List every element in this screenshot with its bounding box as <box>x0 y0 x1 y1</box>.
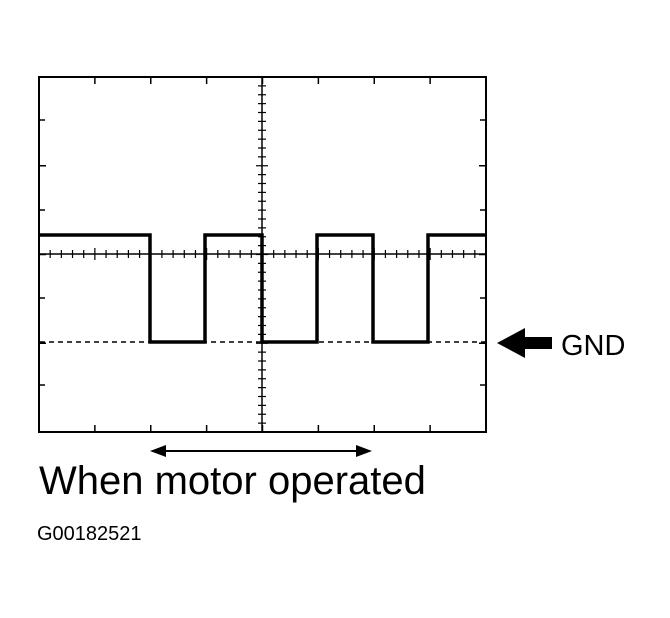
caption-text: When motor operated <box>39 459 426 503</box>
square-waveform <box>40 233 485 344</box>
border-ticks <box>39 77 486 432</box>
period-double-arrow <box>150 445 372 457</box>
gnd-label: GND <box>561 330 625 362</box>
gnd-arrow-icon <box>497 328 552 358</box>
figure-id: G00182521 <box>37 523 142 545</box>
